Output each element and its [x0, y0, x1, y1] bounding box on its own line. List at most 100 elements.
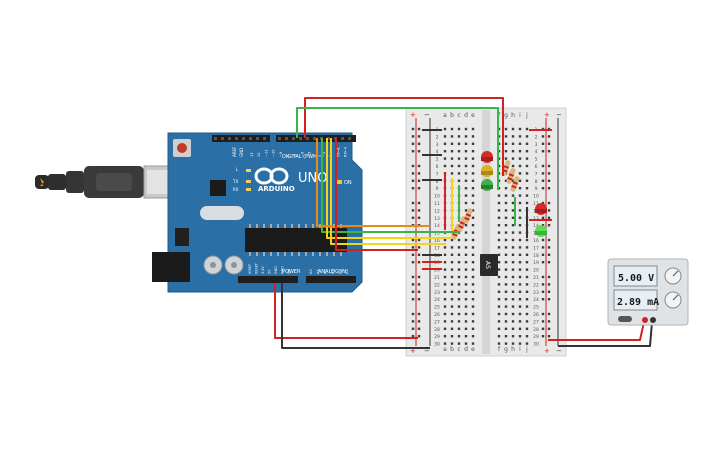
breadboard-hole[interactable]	[464, 238, 468, 242]
rail-hole[interactable]	[541, 142, 545, 145]
rail-hole[interactable]	[411, 150, 415, 153]
breadboard-hole[interactable]	[525, 253, 529, 256]
breadboard-hole[interactable]	[450, 268, 454, 271]
rail-hole[interactable]	[411, 261, 415, 264]
wire-red-top[interactable]	[304, 97, 504, 176]
breadboard-hole[interactable]	[525, 246, 529, 249]
breadboard-hole[interactable]	[471, 312, 475, 316]
breadboard-hole[interactable]	[450, 150, 454, 153]
breadboard-hole[interactable]	[471, 238, 475, 242]
rail-hole[interactable]	[541, 275, 545, 279]
breadboard-hole[interactable]	[511, 342, 515, 345]
rail-hole[interactable]	[411, 290, 415, 293]
breadboard-hole[interactable]	[525, 172, 529, 175]
rail-hole[interactable]	[417, 320, 421, 323]
breadboard-hole[interactable]	[504, 298, 508, 301]
breadboard-hole[interactable]	[497, 335, 501, 338]
breadboard-hole[interactable]	[497, 312, 501, 316]
breadboard-hole[interactable]	[504, 127, 508, 131]
breadboard-hole[interactable]	[504, 283, 508, 286]
breadboard-hole[interactable]	[471, 305, 475, 308]
breadboard-hole[interactable]	[511, 261, 515, 264]
breadboard-hole[interactable]	[457, 164, 461, 168]
psu-power-switch[interactable]	[618, 316, 632, 322]
breadboard-hole[interactable]	[457, 305, 461, 308]
rail-hole[interactable]	[417, 238, 421, 242]
breadboard-hole[interactable]	[471, 283, 475, 286]
breadboard-hole[interactable]	[504, 135, 508, 138]
breadboard-hole[interactable]	[518, 253, 522, 256]
breadboard-hole[interactable]	[471, 246, 475, 249]
breadboard-hole[interactable]	[504, 335, 508, 338]
breadboard-hole[interactable]	[511, 164, 515, 168]
led-yellow-top[interactable]	[481, 165, 493, 177]
rail-hole[interactable]	[411, 201, 415, 205]
wire-red-psu[interactable]	[548, 321, 645, 341]
breadboard-hole[interactable]	[471, 216, 475, 219]
wire-black-gnd[interactable]	[281, 283, 430, 349]
breadboard-hole[interactable]	[518, 305, 522, 308]
breadboard-hole[interactable]	[525, 187, 529, 190]
rail-hole[interactable]	[417, 142, 421, 145]
usb-cable[interactable]	[35, 165, 175, 199]
breadboard-hole[interactable]	[525, 327, 529, 330]
breadboard-hole[interactable]	[450, 283, 454, 286]
breadboard-hole[interactable]	[511, 209, 515, 212]
rail-hole[interactable]	[417, 327, 421, 330]
breadboard-hole[interactable]	[511, 327, 515, 330]
breadboard-hole[interactable]	[504, 201, 508, 205]
rail-hole[interactable]	[417, 187, 421, 190]
rail-hole[interactable]	[547, 261, 551, 264]
breadboard-hole[interactable]	[511, 224, 515, 227]
breadboard-hole[interactable]	[471, 268, 475, 271]
breadboard-hole[interactable]	[457, 238, 461, 242]
rail-hole[interactable]	[541, 135, 545, 138]
breadboard-hole[interactable]	[471, 194, 475, 197]
breadboard-hole[interactable]	[511, 298, 515, 301]
breadboard-hole[interactable]	[443, 335, 447, 338]
breadboard-hole[interactable]	[518, 275, 522, 279]
breadboard-hole[interactable]	[504, 305, 508, 308]
breadboard-hole[interactable]	[443, 327, 447, 330]
breadboard-hole[interactable]	[464, 127, 468, 131]
breadboard-hole[interactable]	[464, 283, 468, 286]
rail-hole[interactable]	[411, 135, 415, 138]
rail-hole[interactable]	[411, 238, 415, 242]
breadboard-hole[interactable]	[504, 224, 508, 227]
breadboard-hole[interactable]	[443, 142, 447, 145]
breadboard-hole[interactable]	[518, 290, 522, 293]
breadboard-hole[interactable]	[471, 157, 475, 160]
breadboard-hole[interactable]	[450, 135, 454, 138]
breadboard-hole[interactable]	[450, 127, 454, 131]
breadboard-hole[interactable]	[471, 342, 475, 345]
breadboard-hole[interactable]	[450, 246, 454, 249]
breadboard-hole[interactable]	[464, 187, 468, 190]
psu-positive-terminal[interactable]	[642, 317, 648, 323]
breadboard-hole[interactable]	[518, 194, 522, 197]
breadboard-hole[interactable]	[464, 142, 468, 145]
rail-hole[interactable]	[417, 275, 421, 279]
breadboard-hole[interactable]	[464, 275, 468, 279]
breadboard-hole[interactable]	[443, 305, 447, 308]
rail-hole[interactable]	[411, 172, 415, 175]
breadboard-hole[interactable]	[443, 127, 447, 131]
breadboard-hole[interactable]	[504, 238, 508, 242]
breadboard-hole[interactable]	[471, 224, 475, 227]
breadboard-hole[interactable]	[497, 238, 501, 242]
breadboard-hole[interactable]	[518, 150, 522, 153]
breadboard-hole[interactable]	[471, 127, 475, 131]
breadboard-hole[interactable]	[518, 142, 522, 145]
breadboard-hole[interactable]	[457, 150, 461, 153]
breadboard-hole[interactable]	[518, 268, 522, 271]
breadboard-hole[interactable]	[511, 320, 515, 323]
wires[interactable]	[274, 97, 653, 349]
breadboard-hole[interactable]	[525, 335, 529, 338]
breadboard-hole[interactable]	[504, 253, 508, 256]
arduino-uno-board[interactable]: ARDUINO UNO ON DIGITAL (PWM~) POWER ANAL…	[152, 132, 363, 293]
breadboard-hole[interactable]	[511, 150, 515, 153]
rail-hole[interactable]	[417, 298, 421, 301]
rail-hole[interactable]	[547, 335, 551, 338]
breadboard-hole[interactable]	[443, 268, 447, 271]
rail-hole[interactable]	[541, 327, 545, 330]
breadboard-hole[interactable]	[471, 164, 475, 168]
